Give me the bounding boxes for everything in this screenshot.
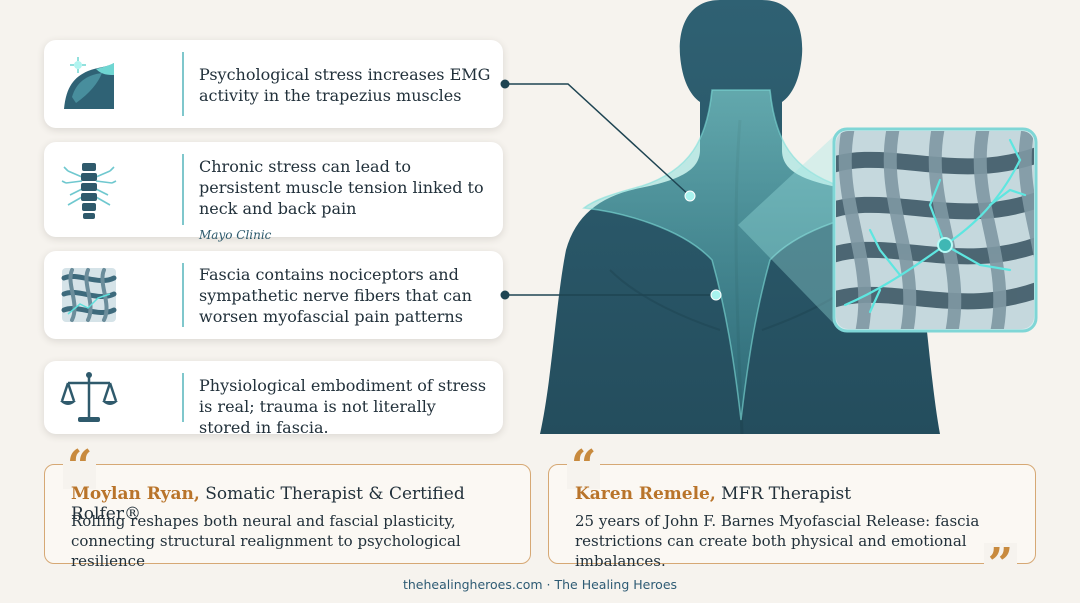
card-divider xyxy=(182,154,184,225)
fact-text: Physiological embodiment of stress is re… xyxy=(199,376,487,437)
fact-source: Mayo Clinic xyxy=(199,228,272,242)
testimonial-author: Karen Remele, MFR Therapist xyxy=(575,484,851,504)
fact-card-2: Chronic stress can lead to persistent mu… xyxy=(44,142,503,242)
fact-text: Psychological stress increases EMG activ… xyxy=(199,65,491,105)
fact-text-block: Chronic stress can lead to persistent mu… xyxy=(199,156,491,246)
fascia-zoom-panel xyxy=(832,127,1038,333)
fact-text: Chronic stress can lead to persistent mu… xyxy=(199,157,484,218)
site-footer[interactable]: thehealingheroes.com · The Healing Heroe… xyxy=(402,577,678,592)
fact-card-3: Fascia contains nociceptors and sympathe… xyxy=(44,251,503,339)
connector-dot xyxy=(500,290,510,300)
fascia-mesh-icon xyxy=(58,264,120,326)
author-role: Somatic Therapist & Certified Rolfer® xyxy=(71,484,465,524)
author-role: MFR Therapist xyxy=(715,484,852,504)
testimonial-text: 25 years of John F. Barnes Myofascial Re… xyxy=(575,512,980,570)
author-name: Karen Remele, xyxy=(575,484,716,504)
callout-connectors xyxy=(505,83,716,296)
fact-text: Fascia contains nociceptors and sympathe… xyxy=(199,265,472,326)
open-quote-icon: “ xyxy=(567,445,601,489)
close-quote-icon: ” xyxy=(983,543,1017,587)
shoulder-muscle-icon xyxy=(58,53,120,115)
card-divider xyxy=(182,263,184,327)
back-anatomy-illustration xyxy=(500,0,1038,435)
author-name: Moylan Ryan, xyxy=(71,484,200,504)
connector-dot xyxy=(500,79,510,89)
spine-nerves-icon xyxy=(58,159,120,221)
target-point xyxy=(684,190,696,202)
testimonial-moylan-ryan: “ Moylan Ryan, Somatic Therapist & Certi… xyxy=(44,445,531,570)
target-point xyxy=(710,289,722,301)
fact-card-4: Physiological embodiment of stress is re… xyxy=(44,361,503,437)
testimonial-karen-remele: “ Karen Remele, MFR Therapist 25 years o… xyxy=(548,445,1036,587)
card-divider xyxy=(182,373,184,422)
testimonial-text: Rolfing reshapes both neural and fascial… xyxy=(71,512,461,570)
testimonial-author: Moylan Ryan, Somatic Therapist & Certifi… xyxy=(71,484,530,524)
zoom-cone xyxy=(738,134,836,326)
card-divider xyxy=(182,52,184,116)
open-quote-icon: “ xyxy=(63,445,97,489)
balance-scale-icon xyxy=(58,367,120,429)
fact-card-1: Psychological stress increases EMG activ… xyxy=(44,40,503,128)
